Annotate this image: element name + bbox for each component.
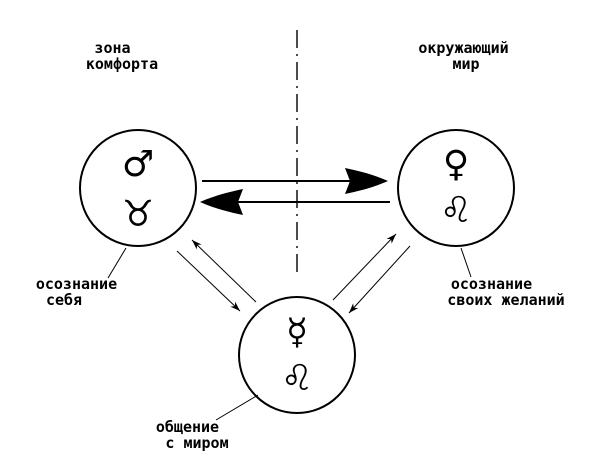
label-surrounding-world: окружающий мир bbox=[418, 39, 517, 73]
arrow-communication-to-self bbox=[191, 239, 257, 303]
arrow-communication-to-desires bbox=[332, 233, 397, 301]
label-self-awareness: осознание себя bbox=[36, 275, 126, 309]
mars-icon: ♂ bbox=[122, 144, 154, 185]
leader-world-communication bbox=[215, 394, 259, 421]
node-desires-circle bbox=[397, 129, 515, 247]
arrow-self-to-communication bbox=[176, 250, 241, 312]
leader-self-awareness bbox=[107, 247, 127, 279]
node-desires: ♀ ♌ bbox=[397, 129, 515, 247]
node-communication-circle bbox=[238, 296, 356, 414]
mercury-icon: ☿ bbox=[286, 312, 308, 353]
node-self-circle bbox=[79, 129, 197, 247]
arrow-self-to-desires bbox=[202, 168, 388, 194]
label-world-communication: общение с миром bbox=[156, 418, 229, 452]
label-desire-awareness: осознание своих желаний bbox=[447, 275, 564, 309]
node-communication: ☿ ♌ bbox=[238, 296, 356, 414]
arrow-desires-to-communication bbox=[348, 245, 411, 314]
leo-icon-communication: ♌ bbox=[281, 358, 313, 399]
leader-desire-awareness bbox=[460, 247, 472, 278]
leo-icon-desires: ♌ bbox=[440, 190, 472, 231]
label-comfort-zone: зона комфорта bbox=[86, 39, 158, 73]
node-self: ♂ ♉ bbox=[79, 129, 197, 247]
taurus-icon: ♉ bbox=[122, 194, 154, 235]
arrow-desires-to-self bbox=[200, 189, 390, 215]
venus-icon: ♀ bbox=[443, 144, 469, 185]
